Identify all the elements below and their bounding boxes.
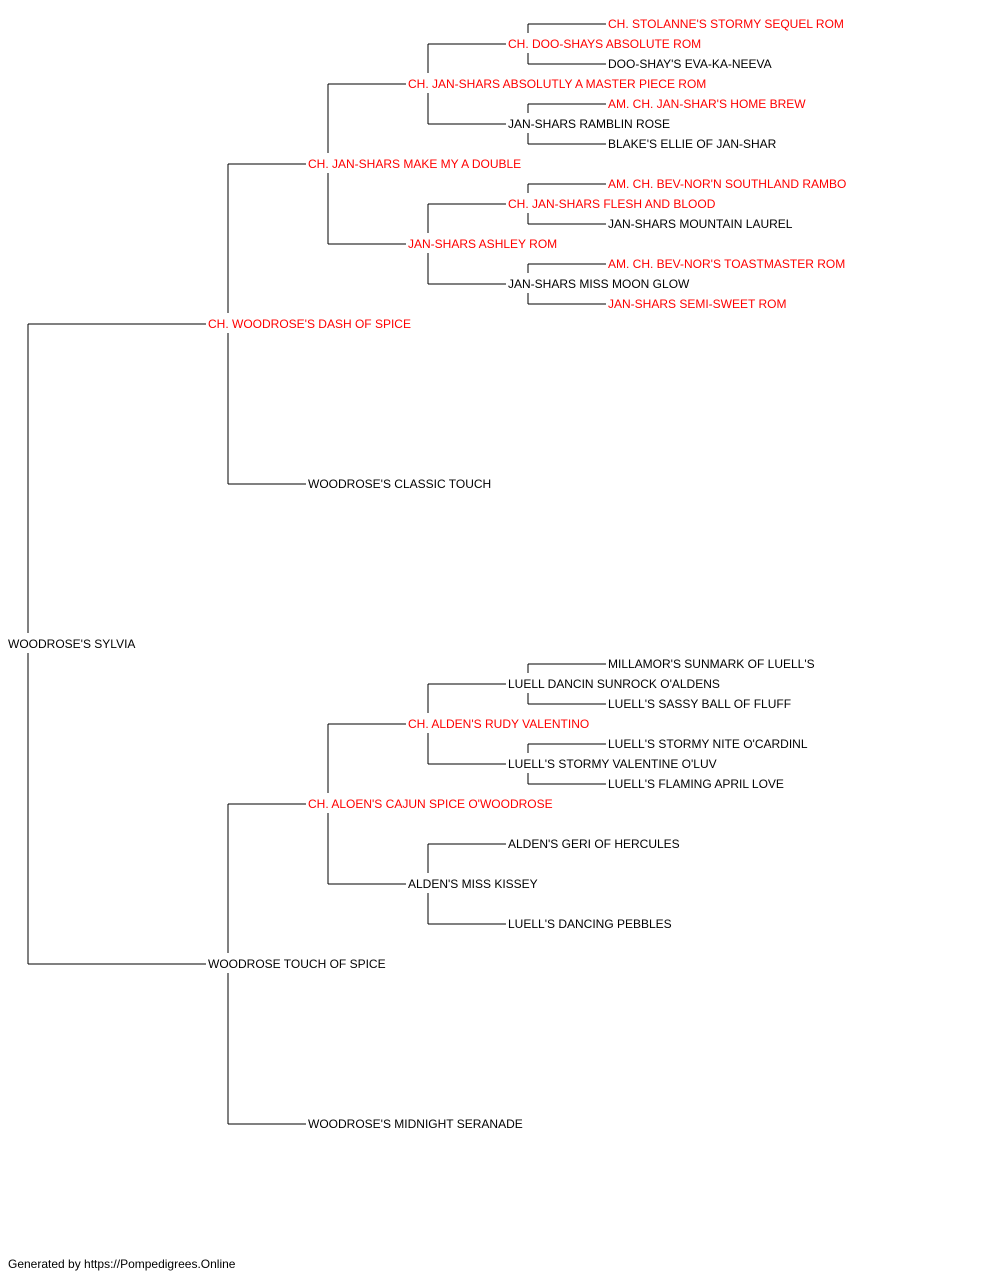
ancestor-name[interactable]: ALDEN'S GERI OF HERCULES	[508, 837, 680, 851]
ancestor-name[interactable]: DOO-SHAY'S EVA-KA-NEEVA	[608, 57, 772, 71]
ancestor-name[interactable]: BLAKE'S ELLIE OF JAN-SHAR	[608, 137, 777, 151]
ancestor-name[interactable]: WOODROSE'S MIDNIGHT SERANADE	[308, 1117, 523, 1131]
ancestor-name[interactable]: WOODROSE TOUCH OF SPICE	[208, 957, 386, 971]
footer-credit: Generated by https://Pompedigrees.Online	[8, 1257, 236, 1271]
ancestor-name[interactable]: AM. CH. BEV-NOR'N SOUTHLAND RAMBO	[608, 177, 846, 191]
ancestor-name[interactable]: LUELL'S FLAMING APRIL LOVE	[608, 777, 784, 791]
ancestor-name[interactable]: MILLAMOR'S SUNMARK OF LUELL'S	[608, 657, 815, 671]
ancestor-name[interactable]: JAN-SHARS MOUNTAIN LAUREL	[608, 217, 793, 231]
ancestor-name[interactable]: LUELL'S STORMY NITE O'CARDINL	[608, 737, 808, 751]
ancestor-name[interactable]: JAN-SHARS ASHLEY ROM	[408, 237, 557, 251]
subject-name[interactable]: WOODROSE'S SYLVIA	[8, 637, 135, 651]
ancestor-name[interactable]: CH. ALDEN'S RUDY VALENTINO	[408, 717, 589, 731]
ancestor-name[interactable]: AM. CH. BEV-NOR'S TOASTMASTER ROM	[608, 257, 845, 271]
ancestor-name[interactable]: JAN-SHARS SEMI-SWEET ROM	[608, 297, 786, 311]
ancestor-name[interactable]: CH. JAN-SHARS ABSOLUTLY A MASTER PIECE R…	[408, 77, 706, 91]
ancestor-name[interactable]: CH. STOLANNE'S STORMY SEQUEL ROM	[608, 17, 844, 31]
ancestor-name[interactable]: CH. JAN-SHARS FLESH AND BLOOD	[508, 197, 716, 211]
ancestor-name[interactable]: CH. DOO-SHAYS ABSOLUTE ROM	[508, 37, 701, 51]
ancestor-name[interactable]: JAN-SHARS RAMBLIN ROSE	[508, 117, 670, 131]
pedigree-tree: WOODROSE'S SYLVIA CH. WOODROSE'S DASH OF …	[8, 17, 846, 1131]
ancestor-name[interactable]: LUELL DANCIN SUNROCK O'ALDENS	[508, 677, 720, 691]
ancestor-name[interactable]: WOODROSE'S CLASSIC TOUCH	[308, 477, 491, 491]
ancestor-name[interactable]: CH. JAN-SHARS MAKE MY A DOUBLE	[308, 157, 521, 171]
ancestor-name[interactable]: LUELL'S STORMY VALENTINE O'LUV	[508, 757, 717, 771]
ancestor-name[interactable]: JAN-SHARS MISS MOON GLOW	[508, 277, 690, 291]
ancestor-name[interactable]: ALDEN'S MISS KISSEY	[408, 877, 538, 891]
ancestor-name[interactable]: LUELL'S SASSY BALL OF FLUFF	[608, 697, 791, 711]
ancestor-name[interactable]: CH. ALOEN'S CAJUN SPICE O'WOODROSE	[308, 797, 553, 811]
ancestor-name[interactable]: AM. CH. JAN-SHAR'S HOME BREW	[608, 97, 806, 111]
ancestor-name[interactable]: LUELL'S DANCING PEBBLES	[508, 917, 672, 931]
ancestor-name[interactable]: CH. WOODROSE'S DASH OF SPICE	[208, 317, 411, 331]
